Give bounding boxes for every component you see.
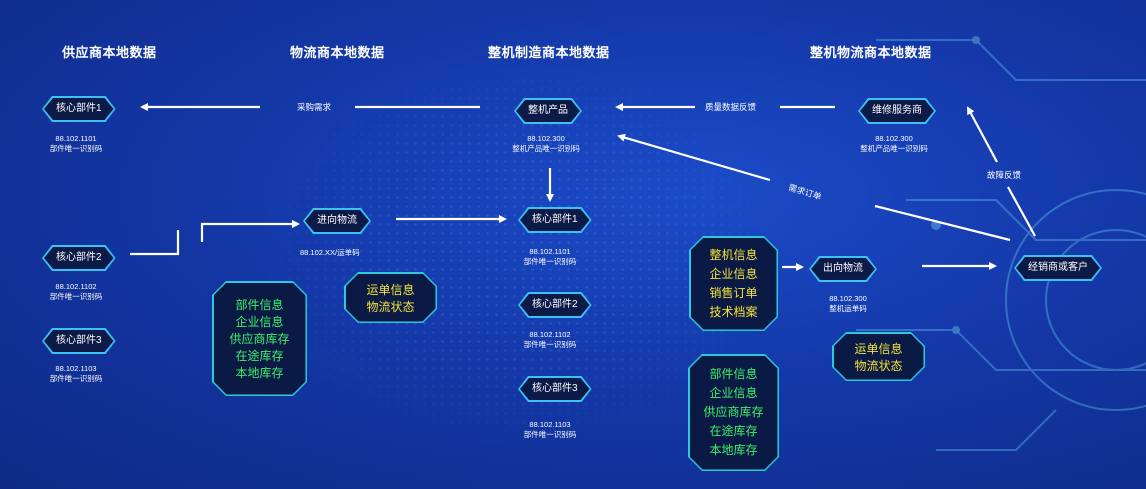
info-oem-line: 部件信息 xyxy=(709,367,758,381)
supplier-part-3[interactable]: 核心部件3 xyxy=(42,328,116,354)
circuit-decoration xyxy=(856,36,1146,451)
oem-product[interactable]: 整机产品 xyxy=(514,98,582,124)
outbound-logistics-label: 出向物流 xyxy=(811,258,875,280)
oem-part-1-label: 核心部件1 xyxy=(520,209,590,231)
title-oem-logistics: 整机物流商本地数据 xyxy=(810,45,932,60)
info-waybill-right: 运单信息 物流状态 xyxy=(832,332,925,381)
supplier-part-1-label: 核心部件1 xyxy=(44,98,114,120)
info-oem-line: 整机信息 xyxy=(709,247,758,262)
outbound-logistics[interactable]: 出向物流 xyxy=(809,256,877,282)
label-fault: 故障反馈 xyxy=(987,170,1022,180)
info-supplier-line: 部件信息 xyxy=(235,298,284,312)
label-purchase: 采购需求 xyxy=(297,102,332,112)
service-provider-label: 维修服务商 xyxy=(860,100,934,122)
oem-part-2-label: 核心部件2 xyxy=(520,294,590,316)
info-supplier-line: 在途库存 xyxy=(235,349,284,363)
supplier-part-2-label: 核心部件2 xyxy=(44,247,114,269)
info-waybill-line: 运单信息 xyxy=(366,282,415,297)
info-supplier-line: 供应商库存 xyxy=(229,332,290,346)
info-supplier: 部件信息 企业信息 供应商库存 在途库存 本地库存 xyxy=(212,281,307,396)
info-oem-line: 在途库存 xyxy=(709,424,758,438)
dealer-customer[interactable]: 经销商或客户 xyxy=(1014,255,1102,281)
info-oem-line: 销售订单 xyxy=(709,285,758,300)
info-oem-line: 企业信息 xyxy=(709,386,758,400)
oem-part-3-label: 核心部件3 xyxy=(520,378,590,400)
info-waybill-line: 运单信息 xyxy=(854,341,903,356)
info-oem-bottom: 部件信息 企业信息 供应商库存 在途库存 本地库存 xyxy=(688,354,779,471)
info-oem-line: 企业信息 xyxy=(709,266,758,281)
info-waybill-line: 物流状态 xyxy=(854,358,903,373)
inbound-logistics[interactable]: 进向物流 xyxy=(303,208,371,234)
dealer-customer-label: 经销商或客户 xyxy=(1016,257,1100,279)
info-supplier-line: 企业信息 xyxy=(235,315,284,329)
info-supplier-line: 本地库存 xyxy=(235,366,284,380)
title-logistics: 物流商本地数据 xyxy=(290,45,385,60)
info-oem-top: 整机信息 企业信息 销售订单 技术档案 xyxy=(689,236,778,331)
inbound-code: 88.102.XX/运单码 xyxy=(300,248,360,257)
supplier-part-2[interactable]: 核心部件2 xyxy=(42,245,116,271)
inbound-logistics-label: 进向物流 xyxy=(305,210,369,232)
supplier-part-1[interactable]: 核心部件1 xyxy=(42,96,116,122)
label-quality: 质量数据反馈 xyxy=(705,102,757,112)
info-waybill-line: 物流状态 xyxy=(366,299,415,314)
info-waybill-left: 运单信息 物流状态 xyxy=(344,272,437,323)
supplier-part-3-label: 核心部件3 xyxy=(44,330,114,352)
oem-part-1[interactable]: 核心部件1 xyxy=(518,207,592,233)
info-oem-line: 技术档案 xyxy=(709,304,758,319)
info-oem-line: 本地库存 xyxy=(709,443,758,457)
oem-part-3[interactable]: 核心部件3 xyxy=(518,376,592,402)
title-oem: 整机制造商本地数据 xyxy=(488,45,610,60)
info-oem-line: 供应商库存 xyxy=(703,405,764,419)
title-supplier: 供应商本地数据 xyxy=(62,45,157,60)
oem-product-label: 整机产品 xyxy=(516,100,580,122)
service-provider[interactable]: 维修服务商 xyxy=(858,98,936,124)
oem-part-2[interactable]: 核心部件2 xyxy=(518,292,592,318)
